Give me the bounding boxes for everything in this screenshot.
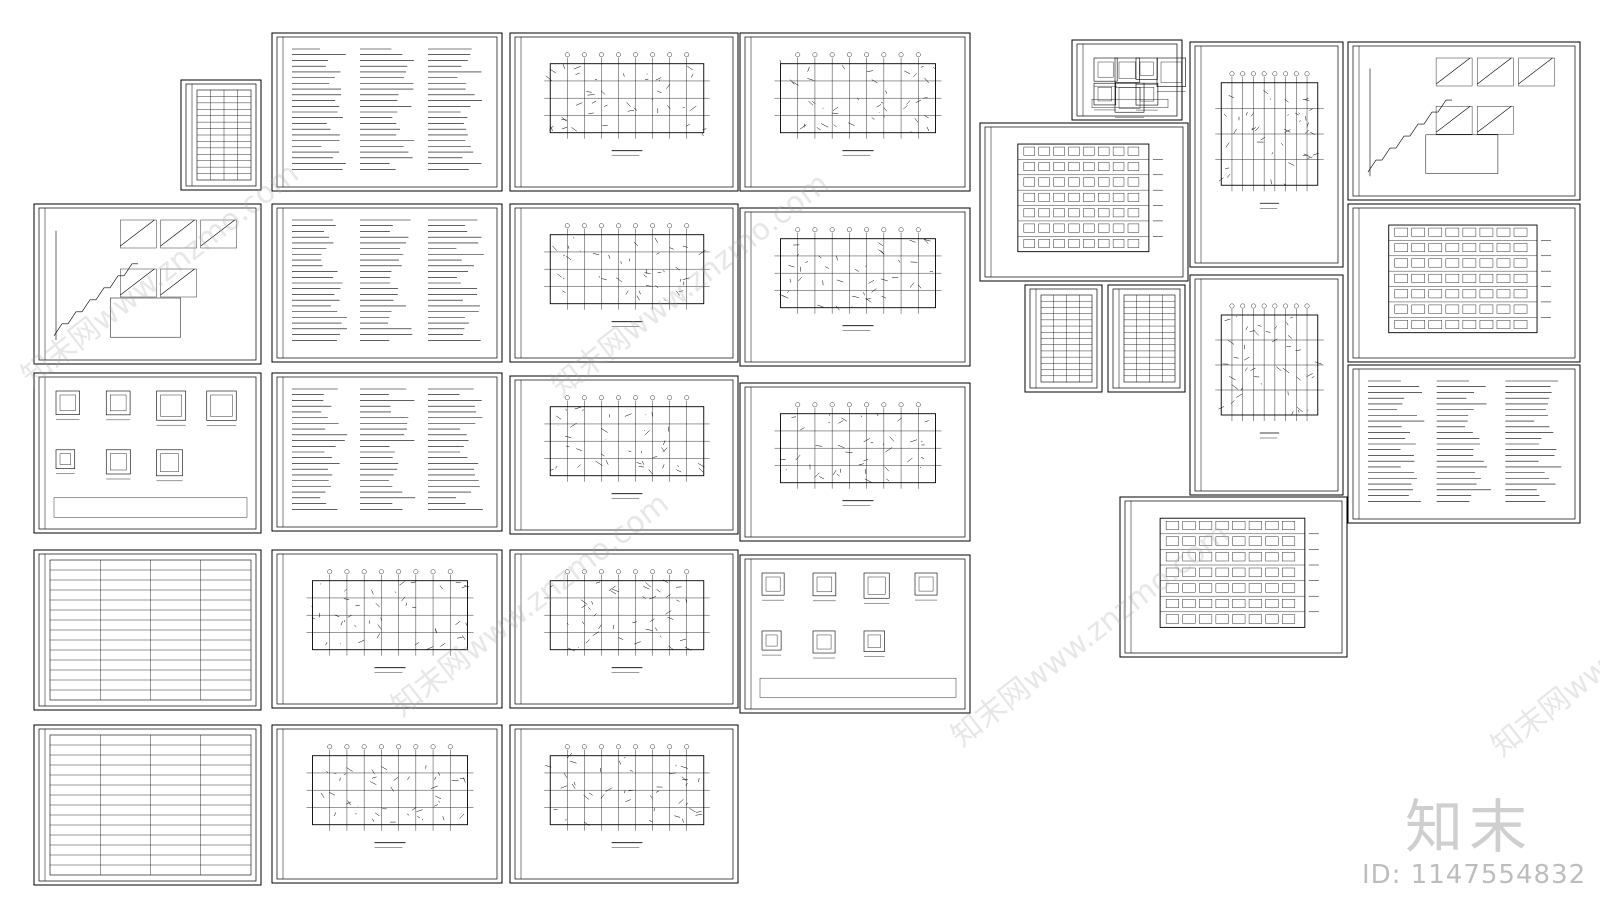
drawing-sheet — [510, 550, 738, 708]
drawing-sheet — [740, 555, 970, 713]
drawing-sheet — [272, 204, 502, 362]
drawing-sheet — [740, 383, 970, 541]
drawing-sheet — [34, 725, 261, 885]
drawing-sheet — [740, 33, 970, 191]
drawing-sheet — [181, 80, 261, 190]
drawing-sheet — [272, 33, 502, 191]
drawing-sheet — [34, 373, 261, 533]
drawing-sheet — [1348, 42, 1580, 200]
drawing-sheet — [510, 725, 738, 883]
asset-id: ID: 1147554832 — [1362, 860, 1586, 890]
drawing-sheet — [1108, 285, 1185, 392]
drawing-sheet — [272, 373, 502, 531]
drawing-sheet — [1072, 40, 1186, 120]
drawing-sheet — [1025, 285, 1102, 392]
drawing-sheet — [1348, 204, 1580, 362]
drawing-sheet — [1190, 42, 1343, 267]
drawing-sheet — [510, 33, 738, 191]
drawing-sheet — [1348, 365, 1580, 523]
drawing-sheet — [34, 204, 261, 364]
drawing-sheet — [980, 123, 1188, 281]
drawing-sheet — [272, 550, 502, 708]
drawing-sheet — [510, 204, 738, 362]
drawing-sheet — [1120, 497, 1347, 657]
drawing-sheet — [510, 376, 738, 534]
drawing-sheet — [272, 725, 502, 883]
drawing-sheet — [34, 550, 261, 710]
drawing-sheet — [1190, 275, 1343, 495]
drawing-sheet — [740, 208, 970, 366]
brand-logo-text: 知末 — [1405, 780, 1533, 864]
